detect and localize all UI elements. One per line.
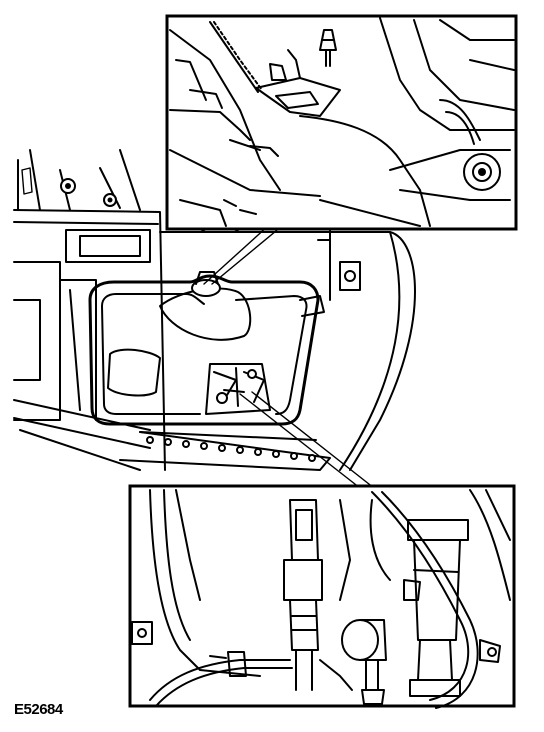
mounting-holes [146,436,316,462]
retaining-bolt-icon [319,29,337,67]
detail-inset-bottom [128,484,516,709]
front-structure [13,149,166,471]
body-panel [159,227,416,471]
figure-reference-code: E52684 [14,701,63,718]
main-view [13,149,416,489]
inset-bottom-content [131,489,511,709]
mounting-bolt-icon [463,153,501,191]
washer-pump [205,363,271,415]
washer-pump-connector [283,499,323,691]
inset-top-content [169,17,515,227]
leader-lines [203,225,375,489]
lower-support [119,431,331,471]
detail-inset-top [165,14,518,231]
washer-reservoir [88,271,325,426]
hose-connector [341,619,387,705]
